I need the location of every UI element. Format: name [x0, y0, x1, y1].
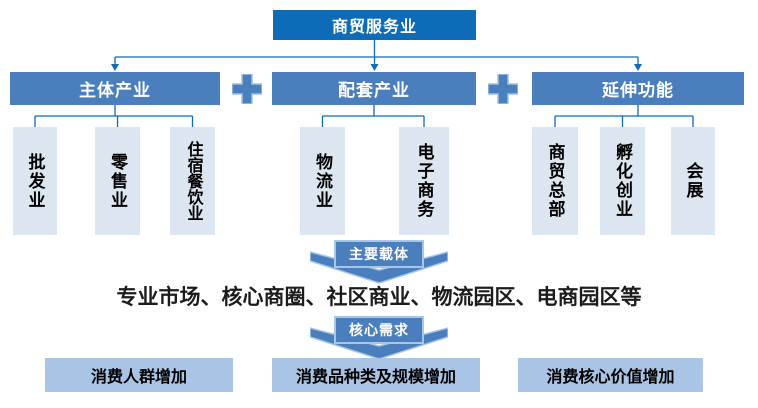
child-node-lodging-catering: 住宿餐饮业 [170, 127, 215, 235]
outcome-variety-scale: 消费品种类及规模增加 [272, 358, 480, 392]
outcome-core-value: 消费核心价值增加 [518, 358, 703, 392]
chevron-down-icon [310, 240, 448, 284]
carrier-arrow: 主要载体 [310, 240, 448, 284]
root-node: 商贸服务业 [273, 10, 476, 40]
demand-arrow-label: 核心需求 [349, 322, 409, 338]
group-header-main-industry: 主体产业 [10, 72, 220, 105]
group-header-extended-functions: 延伸功能 [532, 72, 744, 105]
group-header-supporting-industry: 配套产业 [272, 72, 476, 105]
child-node-logistics: 物流业 [300, 127, 345, 235]
child-node-ecommerce: 电子商务 [399, 127, 449, 235]
plus-icon [488, 74, 518, 104]
chevron-down-icon [310, 316, 448, 360]
child-node-incubation-startup: 孵化创业 [600, 127, 645, 235]
child-node-exhibition: 会展 [671, 127, 715, 235]
child-node-retail: 零售业 [95, 127, 140, 235]
child-node-wholesale: 批发业 [13, 127, 57, 235]
demand-arrow: 核心需求 [310, 316, 448, 360]
child-node-trade-headquarters: 商贸总部 [532, 127, 578, 235]
outcome-consumer-population: 消费人群增加 [45, 358, 233, 392]
carrier-description-text: 专业市场、核心商圈、社区商业、物流园区、电商园区等 [116, 286, 642, 309]
carrier-arrow-label: 主要载体 [349, 246, 409, 262]
plus-icon [232, 74, 262, 104]
